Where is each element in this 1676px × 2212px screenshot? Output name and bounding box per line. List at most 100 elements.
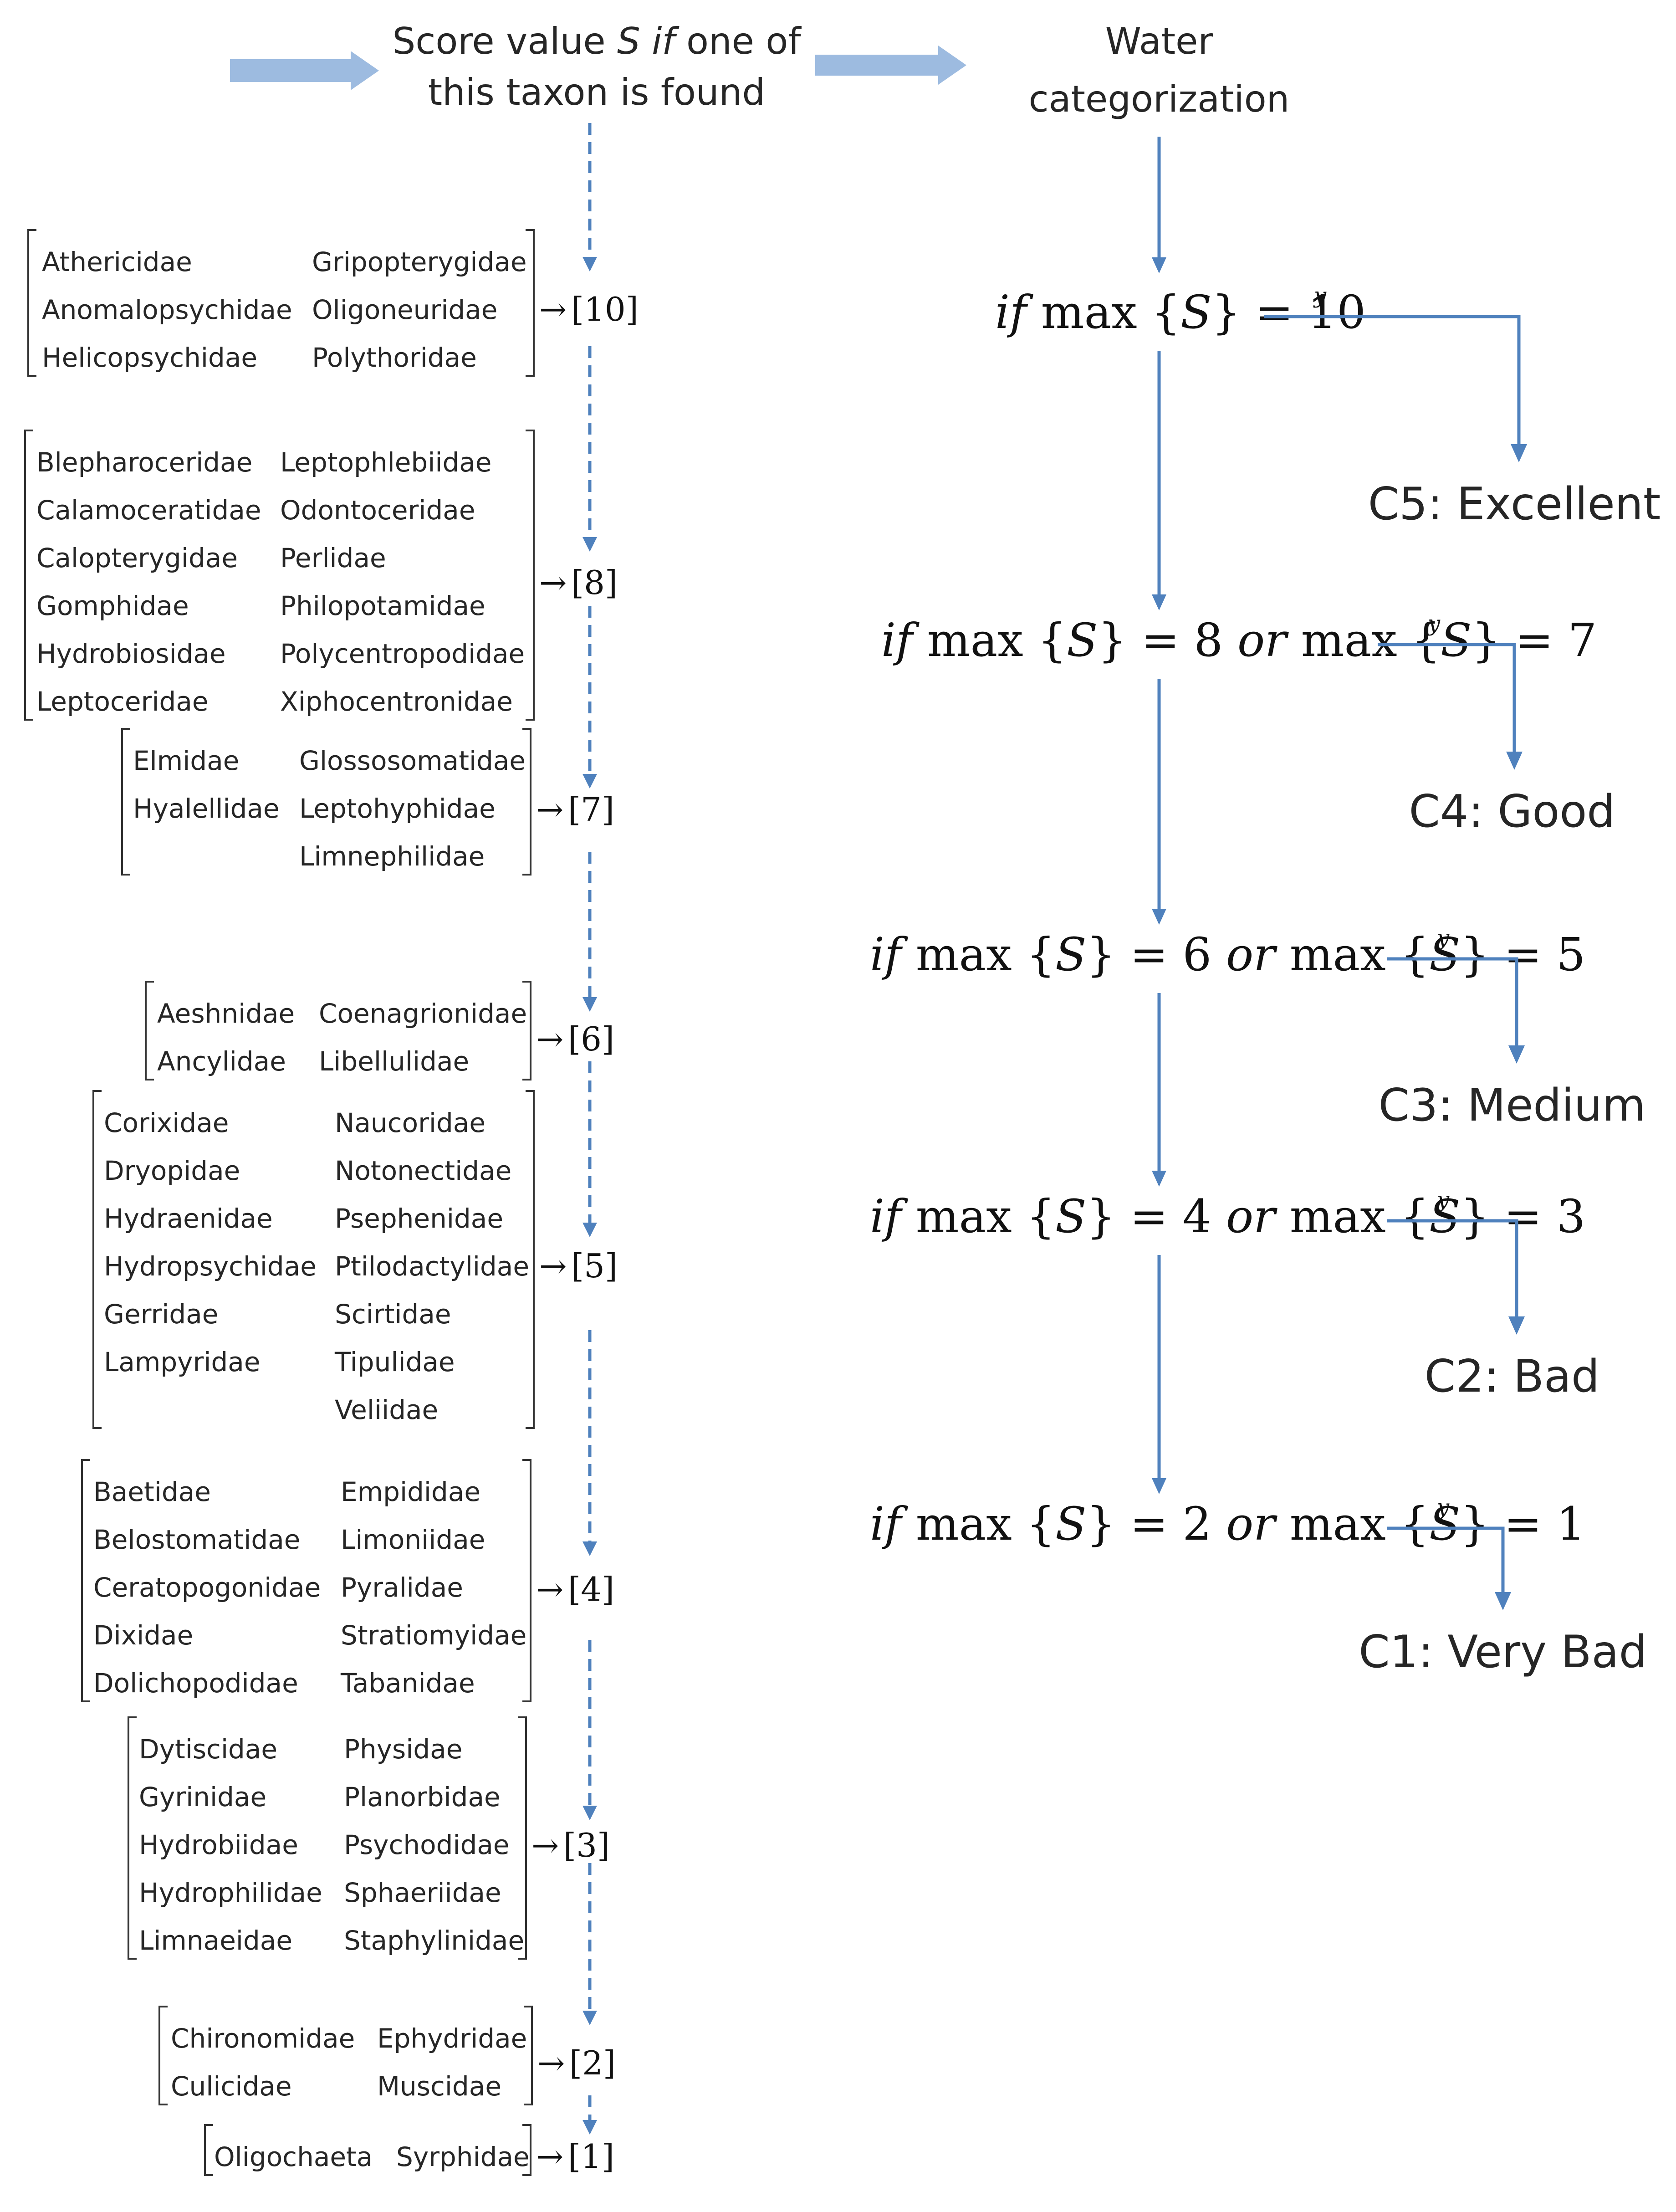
taxon-name: Culicidae [171, 2071, 292, 2102]
taxon-name: Xiphocentronidae [280, 686, 513, 717]
taxon-name: Ptilodactylidae [335, 1251, 529, 1282]
bracket-left [158, 2006, 168, 2105]
dashed-arrowhead [583, 2011, 597, 2025]
dashed-arrowhead [583, 1223, 597, 1237]
yes-arrowhead [1506, 752, 1523, 770]
condition-expression: if max {S} = 10 [995, 286, 1366, 339]
taxon-name: Glossosomatidae [299, 745, 526, 776]
taxon-name: Tipulidae [334, 1347, 455, 1377]
flow-arrowhead [1152, 594, 1166, 610]
score-header-line1: Score value S if one of [393, 20, 802, 62]
score-header-line2: this taxon is found [428, 71, 765, 113]
taxon-group-score-7: ElmidaeHyalellidaeGlossosomatidaeLeptohy… [121, 728, 614, 876]
taxon-name: Tabanidae [340, 1668, 475, 1699]
taxon-group-score-3: DytiscidaeGyrinidaeHydrobiidaeHydrophili… [128, 1716, 610, 1960]
dashed-arrowhead [583, 2120, 597, 2135]
taxon-name: Gripopterygidae [312, 246, 527, 277]
taxon-name: Lampyridae [104, 1347, 261, 1377]
taxon-name: Elmidae [133, 745, 239, 776]
taxon-name: Polycentropodidae [280, 638, 525, 669]
score-value: [8] [571, 563, 618, 602]
score-value: [6] [568, 1020, 614, 1058]
bracket-right [522, 728, 531, 876]
taxon-name: Ceratopogonidae [93, 1572, 321, 1603]
header-arrow-left [230, 51, 379, 90]
water-header-line1: Water [1105, 20, 1213, 62]
taxon-name: Blepharoceridae [36, 447, 252, 478]
category-label: C1: Very Bad [1359, 1626, 1647, 1678]
taxon-name: Odontoceridae [280, 495, 475, 526]
taxon-name: Libellulidae [319, 1046, 469, 1077]
score-dashed-flow [583, 123, 597, 2135]
yes-label: y [1436, 1187, 1450, 1213]
taxon-name: Syrphidae [396, 2141, 530, 2172]
condition-expression: if max {S} = 4 or max {S} = 3 [870, 1190, 1585, 1243]
taxon-name: Philopotamidae [280, 590, 485, 621]
yes-arrowhead [1511, 444, 1527, 462]
score-value: [5] [571, 1247, 618, 1285]
taxon-name: Hydrobiidae [139, 1829, 298, 1860]
taxon-name: Notonectidae [335, 1155, 511, 1186]
taxon-name: Chironomidae [171, 2023, 355, 2054]
condition-expression: if max {S} = 6 or max {S} = 5 [870, 928, 1585, 981]
dashed-arrowhead [583, 997, 597, 1012]
taxon-name: Athericidae [42, 246, 192, 277]
taxon-name: Anomalopsychidae [42, 294, 292, 325]
taxon-name: Scirtidae [335, 1299, 451, 1330]
score-arrow: → [539, 563, 567, 602]
bracket-left [121, 728, 130, 876]
taxon-name: Hydrophilidae [139, 1877, 322, 1908]
bracket-left [27, 229, 36, 377]
taxon-name: Stratiomyidae [341, 1620, 526, 1651]
yes-arrowhead [1508, 1045, 1525, 1064]
score-arrow: → [539, 290, 567, 328]
taxon-group-score-2: ChironomidaeCulicidaeEphydridaeMuscidae→… [158, 2006, 616, 2105]
bracket-right [518, 1716, 527, 1960]
taxon-name: Dixidae [93, 1620, 193, 1651]
taxon-name: Empididae [341, 1476, 480, 1507]
score-value: [1] [568, 2137, 614, 2176]
taxon-name: Corixidae [104, 1107, 229, 1138]
taxon-name: Oligoneuridae [312, 294, 497, 325]
score-arrow: → [536, 1020, 563, 1058]
taxon-group-score-6: AeshnidaeAncylidaeCoenagrionidaeLibellul… [145, 981, 614, 1080]
bracket-left [24, 430, 33, 721]
taxon-name: Leptophlebiidae [280, 447, 491, 478]
yes-connector [1264, 315, 1521, 446]
condition-expression: if max {S} = 8 or max {S} = 7 [881, 614, 1597, 667]
dashed-arrowhead [583, 537, 597, 552]
yes-label: y [1313, 283, 1327, 308]
dashed-arrowhead [583, 1806, 597, 1820]
yes-label: y [1427, 611, 1441, 636]
bracket-right [522, 2124, 531, 2176]
taxon-name: Naucoridae [335, 1107, 485, 1138]
taxon-group-score-10: AthericidaeAnomalopsychidaeHelicopsychid… [27, 229, 639, 377]
taxon-name: Staphylinidae [344, 1925, 524, 1956]
taxon-name: Coenagrionidae [319, 998, 527, 1029]
taxon-group-score-1: Oligochaeta Syrphidae→[1] [204, 2124, 614, 2176]
flow-arrowhead [1152, 1171, 1166, 1187]
score-arrow: → [536, 2137, 563, 2176]
category-label: C2: Bad [1425, 1351, 1599, 1403]
bracket-right [524, 2006, 533, 2105]
bracket-left [92, 1090, 102, 1429]
bracket-right [526, 430, 535, 721]
yes-arrowhead [1495, 1592, 1511, 1610]
taxon-name: Limnaeidae [139, 1925, 292, 1956]
taxon-name: Gerridae [104, 1299, 218, 1330]
yes-label: y [1436, 925, 1450, 951]
bracket-left [81, 1459, 90, 1702]
flow-arrowhead [1152, 909, 1166, 925]
yes-arrowhead [1508, 1316, 1525, 1335]
taxon-name: Ancylidae [157, 1046, 286, 1077]
flow-arrowhead [1152, 257, 1166, 273]
water-header-line2: categorization [1029, 78, 1290, 120]
taxon-name: Hydrobiosidae [36, 638, 226, 669]
taxon-group-score-4: BaetidaeBelostomatidaeCeratopogonidaeDix… [81, 1459, 614, 1702]
yes-connector [1387, 957, 1518, 1048]
taxon-name: Planorbidae [344, 1782, 501, 1813]
bracket-left [145, 981, 154, 1080]
taxon-name: Oligochaeta [214, 2141, 373, 2172]
